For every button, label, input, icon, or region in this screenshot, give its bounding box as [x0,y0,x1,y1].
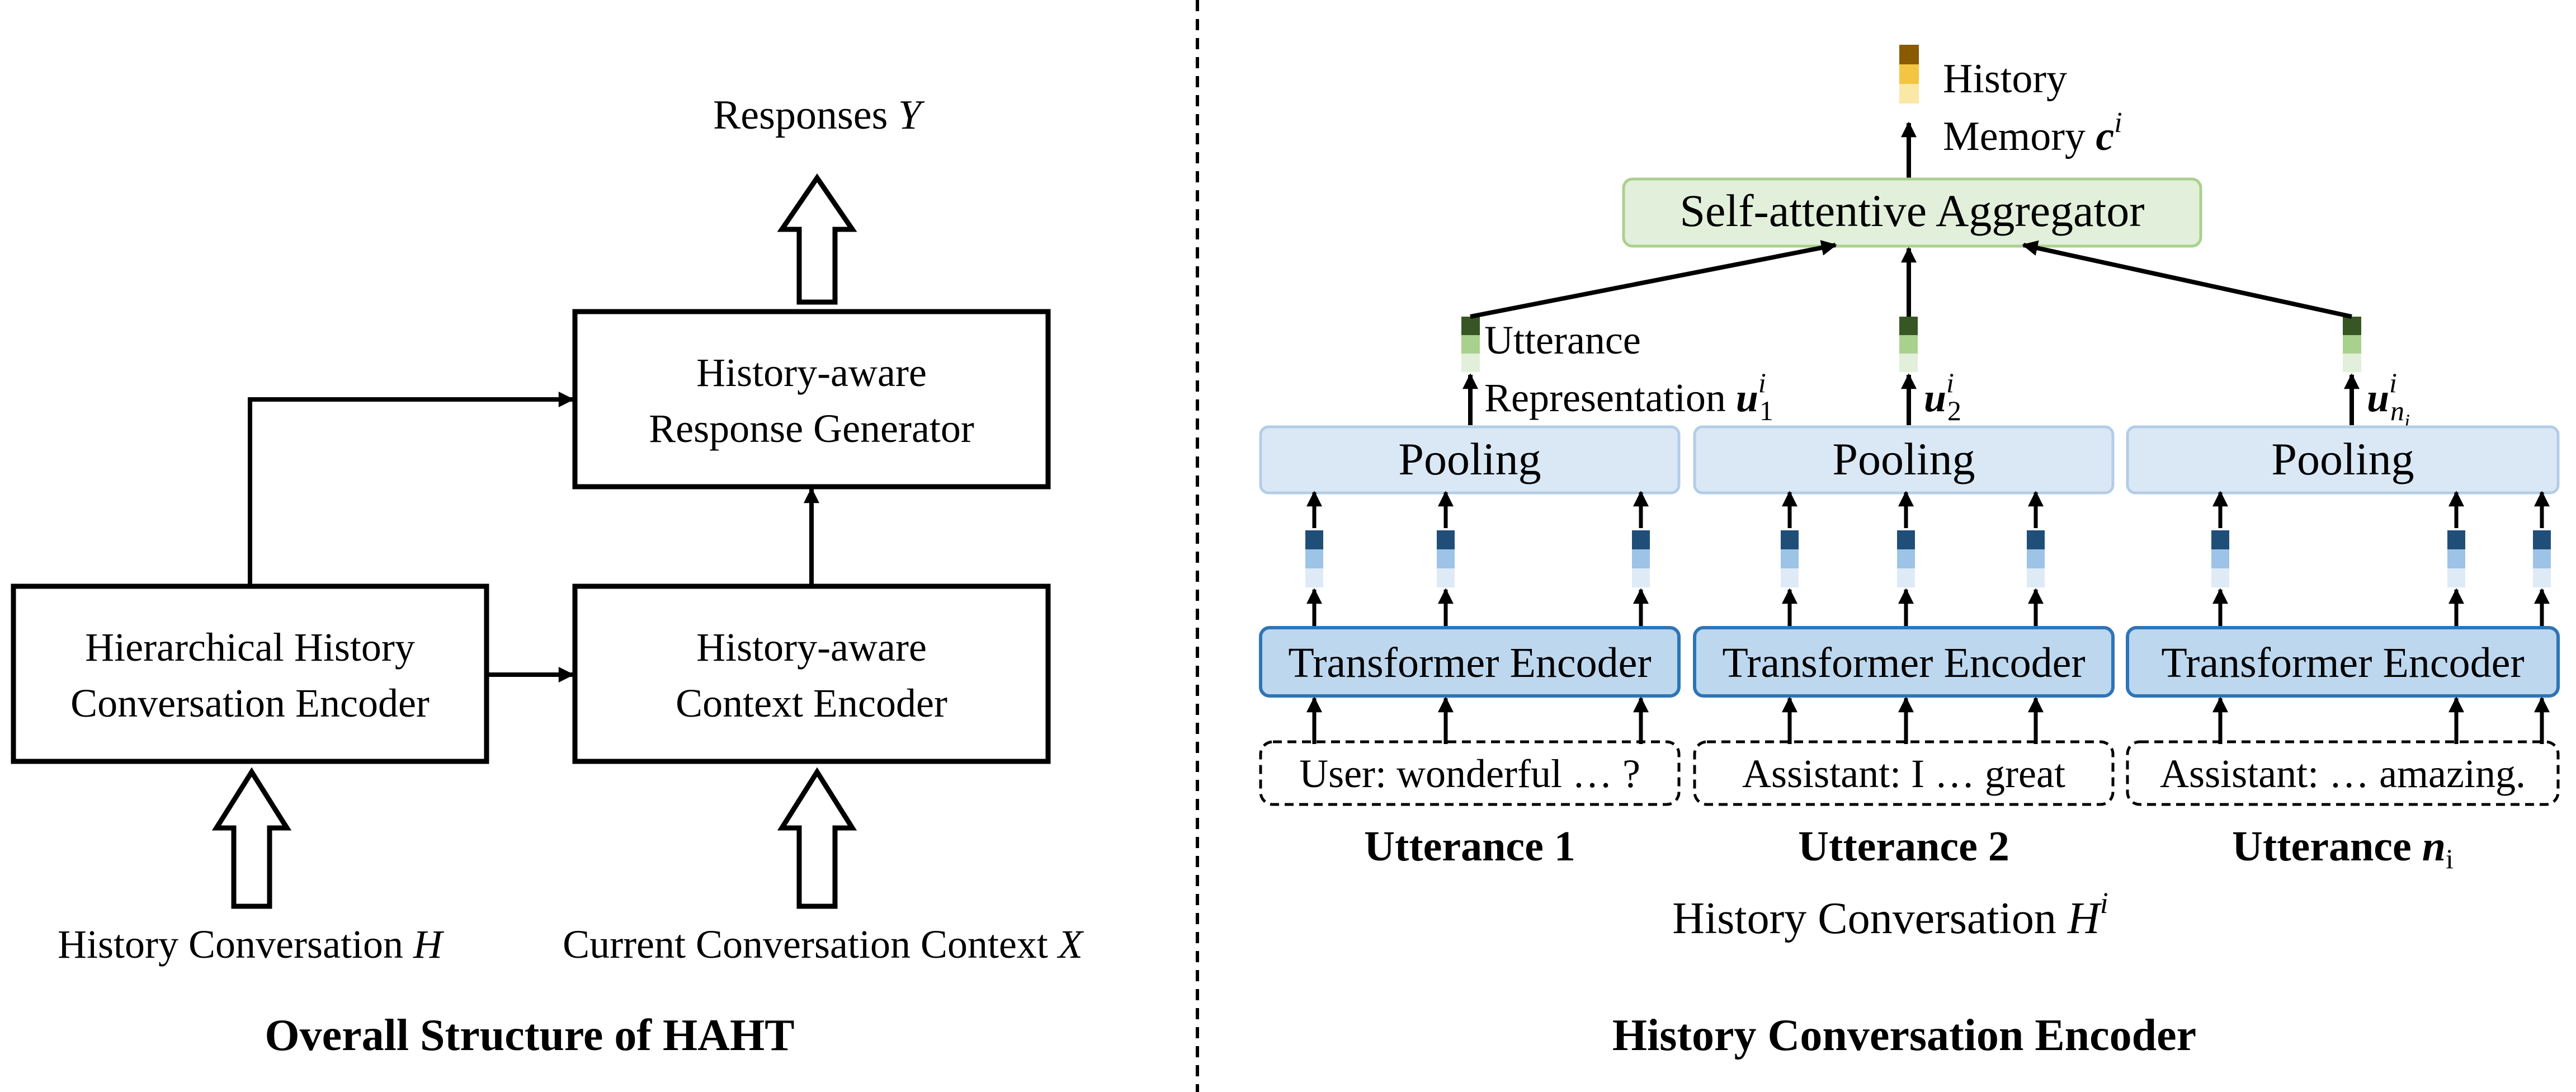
token-cell-9-1 [2533,530,2551,549]
hierarchical-encoder-label-line2: Conversation Encoder [70,681,430,726]
token-cell-4-2 [1781,549,1799,568]
token-cell-3-3 [1632,568,1650,587]
token-stacks [1305,491,2551,627]
aggregator-label: Self-attentive Aggregator [1679,185,2144,236]
memory-cell-3 [1899,84,1919,103]
rep-2-cell-1 [1899,317,1918,335]
token-cell-6-3 [2027,568,2045,587]
context-encoder-label-line2: Context Encoder [676,681,947,726]
rep-1-cell-2 [1461,335,1480,354]
context-input-label: Current Conversation Context X [563,922,1084,967]
self-attentive-aggregator-box [1622,177,2202,248]
token-cell-2-1 [1437,530,1455,549]
token-cell-7-3 [2211,568,2229,587]
token-cell-6-2 [2027,549,2045,568]
pooling-label-n: Pooling [2271,434,2414,484]
token-cell-9-2 [2533,549,2551,568]
utterance-box-n [2126,740,2560,806]
token-cell-7-1 [2211,530,2229,549]
token-cell-2-2 [1437,549,1455,568]
rep-2-cell-2 [1899,335,1918,354]
utterance-box-2 [1693,740,2115,806]
rep-2-cell-3 [1899,354,1918,372]
token-cell-4-3 [1781,568,1799,587]
token-cell-1-2 [1305,549,1323,568]
token-cell-8-2 [2447,549,2465,568]
transformer-label-2: Transformer Encoder [1722,639,2085,686]
right-panel-caption: History Conversation Encoder [1612,1011,2196,1060]
utterance-name-n: Utterance ni [2232,823,2454,874]
memory-label-line2: Memory ci [1943,107,2122,159]
rep-1-cell-3 [1461,354,1480,372]
utterance-text-1: User: wonderful … ? [1299,751,1640,796]
history-memory-token [1899,45,1919,103]
context-encoder-box [572,583,1051,764]
token-cell-1-1 [1305,530,1323,549]
rep-n-to-aggregator-arrow [2022,240,2352,319]
responses-label: Responses Y [713,92,925,138]
input-arrows [1306,696,2550,744]
token-cell-1-3 [1305,568,1323,587]
transformer-box-n [2126,626,2560,698]
utterance-rep-label-line1: Utterance [1484,318,1641,363]
memory-cell-2 [1899,64,1919,84]
response-generator-label-line2: Response Generator [649,406,974,451]
rep-1-to-aggregator-arrow [1470,240,1837,319]
token-cell-3-1 [1632,530,1650,549]
utterance-name-2: Utterance 2 [1798,823,2009,870]
transformer-box-1 [1259,626,1681,698]
rep-token-2 [1899,317,1918,372]
transformer-label-1: Transformer Encoder [1288,639,1651,686]
token-cell-7-2 [2211,549,2229,568]
utterance-name-1: Utterance 1 [1364,823,1575,870]
token-cell-9-3 [2533,568,2551,587]
rep-n-cell-2 [2343,335,2361,354]
left-panel-caption: Overall Structure of HAHT [265,1011,794,1060]
right-panel: History Memory ci Self-attentive Aggrega… [1259,45,2560,1060]
token-cell-3-2 [1632,549,1650,568]
pooling-box-1 [1259,425,1681,495]
token-cell-5-1 [1897,530,1915,549]
pooling-box-n [2126,425,2560,495]
rep-token-n [2343,317,2361,372]
responses-output-arrow [777,173,857,305]
context-input-arrow [777,767,857,909]
token-cell-8-3 [2447,568,2465,587]
response-generator-box [572,309,1051,489]
encoder-to-generator-arrow [248,392,574,586]
utterance-text-n: Assistant: … amazing. [2160,751,2526,796]
history-input-label: History Conversation H [58,922,445,967]
rep-1-cell-1 [1461,317,1480,335]
token-cell-6-1 [2027,530,2045,549]
transformer-box-2 [1693,626,2115,698]
transformer-label-n: Transformer Encoder [2161,639,2524,686]
left-panel: Responses Y History-aware Response Gener… [11,92,1084,1060]
utterance-text-2: Assistant: I … great [1742,751,2065,796]
memory-cell-1 [1899,45,1919,64]
token-cell-4-1 [1781,530,1799,549]
memory-label-line1: History [1943,56,2067,102]
utterance-box-1 [1259,740,1681,806]
context-encoder-label-line1: History-aware [696,625,927,670]
token-cell-5-3 [1897,568,1915,587]
history-conversation-label: History Conversation Hi [1672,886,2108,943]
hierarchical-encoder-label-line1: Hierarchical History [85,625,415,670]
pooling-label-2: Pooling [1832,434,1975,484]
pooling-label-1: Pooling [1398,434,1541,484]
rep-n-cell-3 [2343,354,2361,372]
history-input-arrow [211,767,292,909]
token-cell-2-3 [1437,568,1455,587]
hierarchical-encoder-box [11,583,489,764]
rep-token-1 [1461,317,1480,372]
token-cell-5-2 [1897,549,1915,568]
response-generator-label-line1: History-aware [696,350,927,395]
token-cell-8-1 [2447,530,2465,549]
rep-n-cell-1 [2343,317,2361,335]
